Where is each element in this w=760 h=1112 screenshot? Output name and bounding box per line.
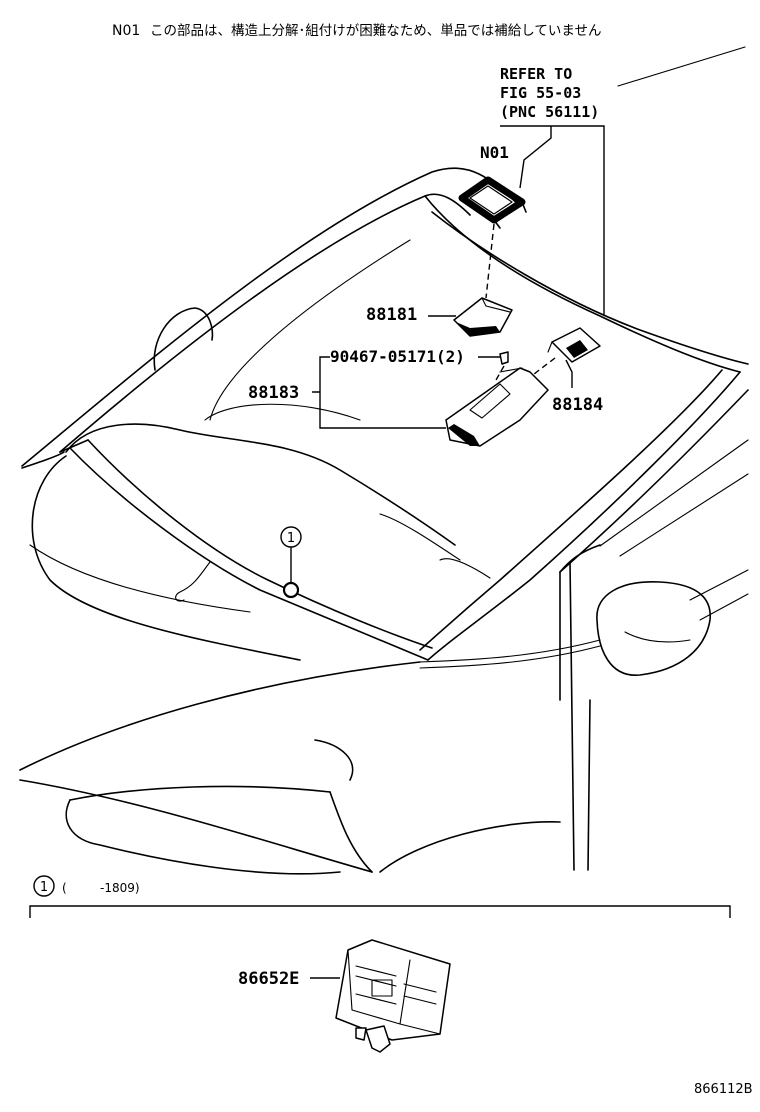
range-header: 1 ( -1809) bbox=[29, 875, 731, 918]
refer-leader-n01 bbox=[519, 126, 552, 189]
part-n01-bracket bbox=[458, 176, 527, 229]
part-88184-cover bbox=[547, 327, 601, 363]
range-end: -1809) bbox=[100, 881, 140, 895]
label-88181: 88181 bbox=[366, 305, 417, 325]
label-n01: N01 bbox=[480, 143, 509, 162]
figure-id: 866112B bbox=[694, 1082, 753, 1097]
leader-88184 bbox=[565, 359, 573, 388]
refer-leader-bracket bbox=[500, 125, 605, 316]
part-86652e-sensor bbox=[335, 939, 451, 1053]
car-body-outline bbox=[19, 46, 749, 875]
sensor-location-circle bbox=[282, 581, 300, 599]
part-90467-clip bbox=[499, 351, 509, 365]
label-90467: 90467-05171(2) bbox=[330, 347, 465, 366]
range-bracket bbox=[29, 905, 731, 918]
part-88183-cover bbox=[445, 367, 549, 447]
label-88183: 88183 bbox=[248, 383, 299, 403]
assembly-line-n01 bbox=[485, 223, 495, 299]
assembly-line-clip bbox=[495, 365, 505, 381]
refer-line-2: FIG 55-03 bbox=[500, 84, 581, 102]
assembly-line-88184 bbox=[533, 357, 556, 375]
refer-line-1: REFER TO bbox=[500, 65, 572, 83]
refer-block: REFER TO FIG 55-03 (PNC 56111) bbox=[500, 65, 599, 121]
label-88184: 88184 bbox=[552, 395, 603, 415]
callout-marker-1: 1 bbox=[280, 526, 302, 599]
callout-marker-1-label: 1 bbox=[287, 531, 295, 546]
refer-line-3: (PNC 56111) bbox=[500, 103, 599, 121]
note-code: N01 bbox=[112, 23, 140, 39]
range-open: ( bbox=[62, 881, 67, 895]
range-marker: 1 bbox=[40, 880, 48, 895]
leader-88183 bbox=[312, 356, 446, 429]
part-88181-camera bbox=[453, 297, 513, 337]
label-86652e: 86652E bbox=[238, 969, 299, 989]
note-text: この部品は、構造上分解･組付けが困難なため、単品では補給していません bbox=[150, 23, 601, 39]
